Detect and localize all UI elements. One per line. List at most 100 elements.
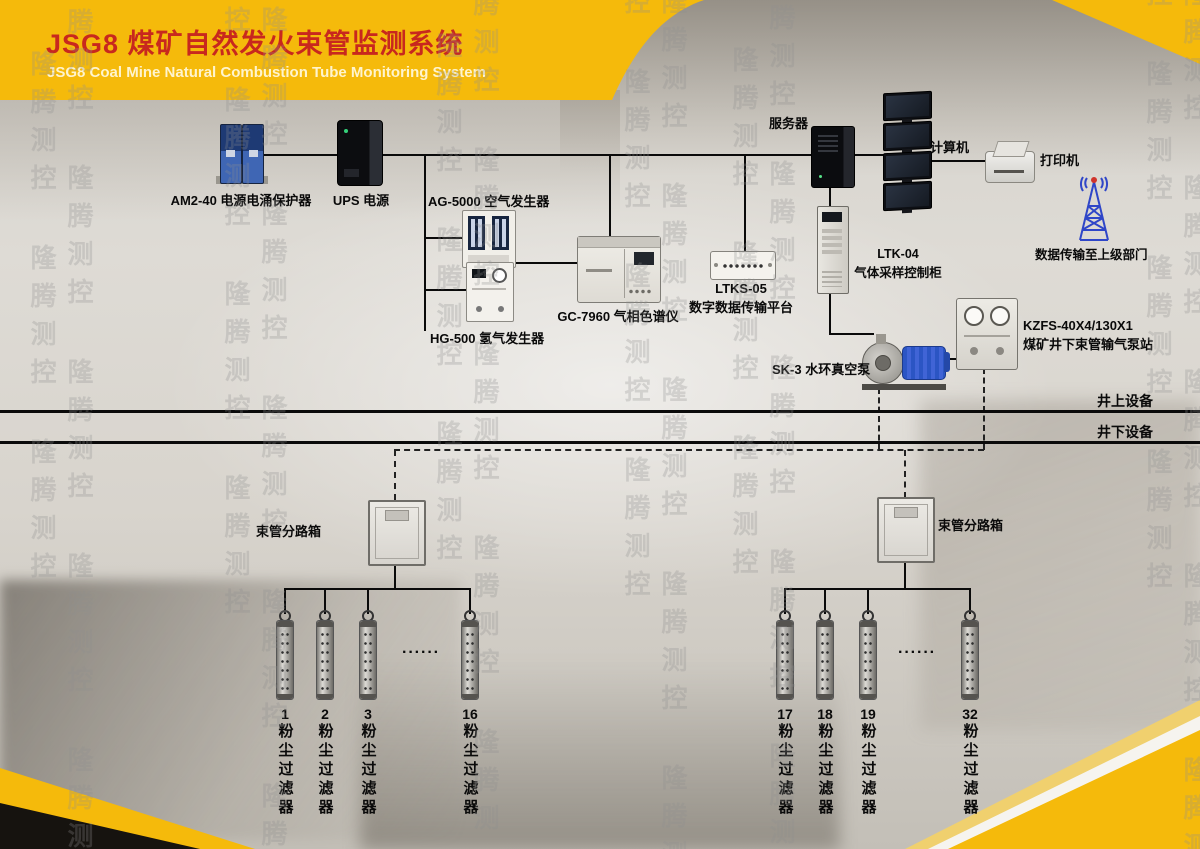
- gauge: [964, 306, 984, 326]
- connector-generators-chromatograph: [512, 262, 578, 264]
- screw: [714, 263, 718, 267]
- computer-label: 计算机: [930, 140, 970, 155]
- sampling-cabinet-device: [817, 206, 849, 294]
- display: [472, 269, 486, 278]
- column: [471, 219, 475, 247]
- filter-label: 粉尘过滤器: [776, 723, 794, 818]
- sampling-cabinet-model-label: LTK-04: [877, 247, 919, 261]
- knob: [970, 347, 978, 355]
- monitor-screen: [886, 93, 929, 119]
- motor-cap: [944, 352, 950, 372]
- branch-box-right-label: 束管分路箱: [938, 518, 1004, 533]
- divider-surface-label: 井上设备: [1097, 393, 1153, 409]
- seam: [472, 288, 506, 290]
- filter-label: 粉尘过滤器: [359, 723, 377, 818]
- dust-filter-unit: 17 粉尘过滤器: [763, 610, 807, 823]
- filter-number: 17: [777, 706, 793, 722]
- filter-body: [276, 620, 294, 700]
- pump-station-name-label: 煤矿井下束管输气泵站: [1023, 337, 1154, 352]
- connector-chromatograph-drop: [609, 155, 611, 237]
- connector-main-bus: [232, 154, 830, 156]
- pump-station-device: [956, 298, 1018, 370]
- gauge: [990, 306, 1010, 326]
- branch-box-right-device: [877, 497, 935, 563]
- gas-chromatograph-device: [577, 236, 661, 303]
- ltks-name-label: 数字数据传输平台: [688, 300, 793, 315]
- divider-underground-line: [0, 441, 1200, 444]
- filter-number: 18: [817, 706, 833, 722]
- server-label: 服务器: [769, 116, 809, 131]
- server-led: [819, 175, 822, 178]
- seam: [964, 335, 1010, 337]
- filter-number: 19: [860, 706, 876, 722]
- hydrogen-generator-label: HG-500 氢气发生器: [430, 331, 545, 346]
- uplink-label: 数据传输至上级部门: [1035, 248, 1148, 262]
- connector-ltks-drop: [744, 155, 746, 253]
- connector-computer-printer: [930, 160, 988, 162]
- air-generator-device: [462, 210, 516, 268]
- surge-protector-device: [216, 124, 268, 186]
- connector-right-filter-bus: [784, 588, 971, 590]
- connector-server-computer: [852, 154, 884, 156]
- dust-filter-unit: 18 粉尘过滤器: [803, 610, 847, 823]
- filter-label: 粉尘过滤器: [816, 723, 834, 818]
- dust-filter-unit: 32 粉尘过滤器: [948, 610, 992, 823]
- filter-number: 2: [321, 706, 329, 722]
- filter-body: [776, 620, 794, 700]
- surge-window: [249, 150, 258, 157]
- connector-cabinet-down: [829, 292, 831, 334]
- column: [502, 219, 506, 247]
- divider-underground-label: 井下设备: [1097, 424, 1153, 440]
- screw: [768, 263, 772, 267]
- air-generator-label: AG-5000 空气发生器: [428, 194, 550, 209]
- connector-filter-drop: [469, 588, 471, 614]
- monitor-icon: [883, 180, 932, 214]
- filter-body: [359, 620, 377, 700]
- door-seam: [624, 249, 625, 298]
- hydrogen-generator-device: [466, 262, 514, 322]
- connector-left-filter-bus: [284, 588, 471, 590]
- buttons: [628, 289, 652, 294]
- server-device: [811, 126, 855, 188]
- pump-motor: [902, 346, 946, 380]
- pump-base: [862, 384, 946, 390]
- tube-station-down: [983, 368, 985, 450]
- cabinet-vents: [822, 271, 842, 287]
- monitor-icon: [883, 90, 932, 124]
- pump-inlet: [876, 334, 886, 344]
- page-title: JSG8 煤矿自然发火束管监测系统: [46, 29, 464, 59]
- branch-box-left-label: 束管分路箱: [256, 524, 322, 539]
- ups-panel: [344, 169, 359, 177]
- knob: [996, 347, 1004, 355]
- transmission-platform-device: [710, 251, 776, 280]
- monitor-stand: [902, 208, 912, 214]
- connector-to-hydrogen-generator: [424, 289, 468, 291]
- cabinet-rows: [822, 229, 842, 255]
- filter-label: 粉尘过滤器: [859, 723, 877, 818]
- tube-right-box-drop: [904, 450, 906, 498]
- vacuum-pump-device: [858, 332, 950, 390]
- divider-surface-line: [0, 410, 1200, 413]
- surge-protector-label: AM2-40 电源电涌保护器: [170, 193, 312, 208]
- cabinet-display: [822, 212, 842, 222]
- filter-number: 16: [462, 706, 478, 722]
- monitor-icon: [883, 150, 932, 184]
- dust-filter-unit: 3 粉尘过滤器: [346, 610, 390, 823]
- dust-filter-unit: 19 粉尘过滤器: [846, 610, 890, 823]
- column-window: [492, 216, 509, 250]
- top-strip: [578, 237, 660, 248]
- filter-label: 粉尘过滤器: [276, 723, 294, 818]
- monitor-icon: [883, 120, 932, 154]
- filter-body: [316, 620, 334, 700]
- filter-body: [816, 620, 834, 700]
- printer-slot: [994, 170, 1024, 173]
- screen: [634, 252, 654, 265]
- dust-filter-unit: 16 粉尘过滤器: [448, 610, 492, 823]
- ltks-model-label: LTKS-05: [715, 281, 767, 296]
- printer-device: [985, 141, 1035, 183]
- gauge: [492, 268, 507, 283]
- ellipsis-right: ······: [898, 644, 936, 661]
- column-window: [468, 216, 485, 250]
- monitor-screen: [886, 183, 929, 209]
- vacuum-pump-label: SK-3 水环真空泵: [772, 362, 871, 377]
